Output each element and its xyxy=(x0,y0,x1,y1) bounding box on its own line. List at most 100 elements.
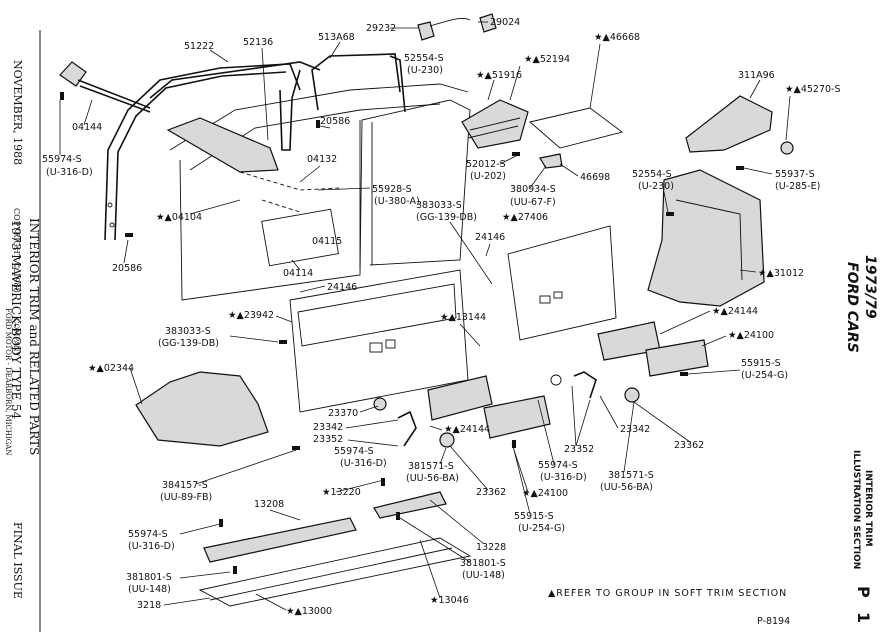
label-24146-b: 24146 xyxy=(327,282,357,293)
label-04104: ★▲04104 xyxy=(156,212,202,223)
label-513A68: 513A68 xyxy=(318,32,355,43)
quarter-trim-upper xyxy=(685,95,773,153)
label-04132: 04132 xyxy=(307,154,337,165)
label-55937-s: 55937-S xyxy=(775,169,815,180)
label-04144: 04144 xyxy=(72,122,102,133)
label-51222: 51222 xyxy=(184,41,214,52)
label-52136: 52136 xyxy=(243,37,273,48)
label-52554-s-a: 52554-S xyxy=(404,53,444,64)
section-letter: P xyxy=(854,586,873,598)
mirror-plate xyxy=(261,208,339,267)
label-02344: ★▲02344 xyxy=(88,363,134,374)
label-04114: 04114 xyxy=(283,268,313,279)
quarter-trim-lower xyxy=(647,169,765,307)
screws xyxy=(60,92,744,574)
label-55974-s-a: 55974-S xyxy=(42,154,82,165)
label-45270-s: ★▲45270-S xyxy=(785,84,841,95)
label-55915-s-b: 55915-S xyxy=(514,511,554,522)
company-label-2: COMPANY xyxy=(12,318,20,357)
sill-plate xyxy=(198,537,472,607)
sun-visor xyxy=(166,117,279,173)
label-383033-s-b: 383033-S xyxy=(165,326,211,337)
parts-artwork xyxy=(59,13,794,607)
label-381571-s-b: 381571-S xyxy=(608,470,654,481)
kick-panel xyxy=(135,371,269,447)
label-13228: 13228 xyxy=(476,542,506,553)
section-subname: ILLUSTRATION SECTION xyxy=(851,450,861,569)
label-46698: 46698 xyxy=(580,172,610,183)
label-13000: ★▲13000 xyxy=(286,606,332,617)
issue-label: FINAL ISSUE xyxy=(11,522,24,599)
label-24146-a: 24146 xyxy=(475,232,505,243)
arm-rest-pad-rear xyxy=(645,339,709,377)
label-3218: 3218 xyxy=(137,600,161,611)
label-52194: ★▲52194 xyxy=(524,54,570,65)
label-20586-b: 20586 xyxy=(112,263,142,274)
label-uu148-b: (UU-148) xyxy=(462,570,505,581)
label-27406: ★▲27406 xyxy=(502,212,548,223)
title-line-1: INTERIOR TRIM and RELATED PARTS xyxy=(27,218,41,455)
label-23942: ★▲23942 xyxy=(228,310,274,321)
title-line-2: 1973 MAVERICK-BODY TYPE 54 xyxy=(9,220,23,420)
label-381801-s-b: 381801-S xyxy=(460,558,506,569)
label-04115: 04115 xyxy=(312,236,342,247)
label-u254g-a: (U-254-G) xyxy=(741,370,788,381)
window-handle-front xyxy=(397,410,417,447)
label-23352-b: 23352 xyxy=(564,444,594,455)
label-gg139db-b: (GG-139-DB) xyxy=(158,338,219,349)
label-u316d-d: (U-316-D) xyxy=(128,541,175,552)
scuff-plate-front xyxy=(203,517,357,563)
label-55974-s-d: 55974-S xyxy=(128,529,168,540)
label-381801-s-a: 381801-S xyxy=(126,572,172,583)
label-46668: ★▲46668 xyxy=(594,32,640,43)
label-31012: ★▲31012 xyxy=(758,268,804,279)
label-20586-a: 20586 xyxy=(320,116,350,127)
label-23370: 23370 xyxy=(328,408,358,419)
label-13046: ★13046 xyxy=(430,595,469,606)
label-gg139db-a: (GG-139-DB) xyxy=(416,212,477,223)
label-uu67f: (UU-67-F) xyxy=(510,197,556,208)
scuff-plate-rear xyxy=(373,491,447,519)
label-u230-a: (U-230) xyxy=(407,65,443,76)
label-52554-s-b: 52554-S xyxy=(632,169,672,180)
callout-labels: 29232 29024 51222 52136 513A68 52554-S (… xyxy=(42,17,841,617)
label-24100-b: ★▲24100 xyxy=(522,488,568,499)
label-29024: 29024 xyxy=(490,17,520,28)
label-uu56ba-a: (UU-56-BA) xyxy=(406,473,459,484)
label-383033-s-a: 383033-S xyxy=(416,200,462,211)
label-24144-a: ★▲24144 xyxy=(712,306,758,317)
section-name: INTERIOR TRIM xyxy=(863,470,873,547)
arm-rest-pad-front xyxy=(483,395,551,439)
label-u316d-c: (U-316-D) xyxy=(540,472,587,483)
model-year-title: 1973/79 xyxy=(862,255,878,319)
label-u316d-a: (U-316-D) xyxy=(46,167,93,178)
date-label: NOVEMBER, 1988 xyxy=(11,60,24,165)
label-u254g-b: (U-254-G) xyxy=(518,523,565,534)
rear-trim-panel xyxy=(507,225,617,341)
label-52012-s: 52012-S xyxy=(466,159,506,170)
label-13208: 13208 xyxy=(254,499,284,510)
label-311A96: 311A96 xyxy=(738,70,775,81)
label-381571-s-a: 381571-S xyxy=(408,461,454,472)
label-uu89fb: (UU-89-FB) xyxy=(160,492,212,503)
label-55915-s-a: 55915-S xyxy=(741,358,781,369)
label-29232: 29232 xyxy=(366,23,396,34)
label-384157-s: 384157-S xyxy=(162,480,208,491)
window-handle-rear xyxy=(573,371,597,399)
label-u316d-b: (U-316-D) xyxy=(340,458,387,469)
door-frame-outline xyxy=(179,99,471,301)
footnote: ▲REFER TO GROUP IN SOFT TRIM SECTION xyxy=(548,588,787,599)
label-u202: (U-202) xyxy=(470,171,506,182)
label-u285e: (U-285-E) xyxy=(775,181,820,192)
label-23362-a: 23362 xyxy=(674,440,704,451)
label-24144-b: ★▲24144 xyxy=(444,424,490,435)
label-23352-a: 23352 xyxy=(313,434,343,445)
leader-lines xyxy=(59,21,791,611)
label-55928-s: 55928-S xyxy=(372,184,412,195)
label-13220: ★13220 xyxy=(322,487,361,498)
label-23342-b: 23342 xyxy=(620,424,650,435)
package-tray xyxy=(529,107,624,149)
arm-rest-front xyxy=(427,375,493,421)
label-24100-a: ★▲24100 xyxy=(728,330,774,341)
